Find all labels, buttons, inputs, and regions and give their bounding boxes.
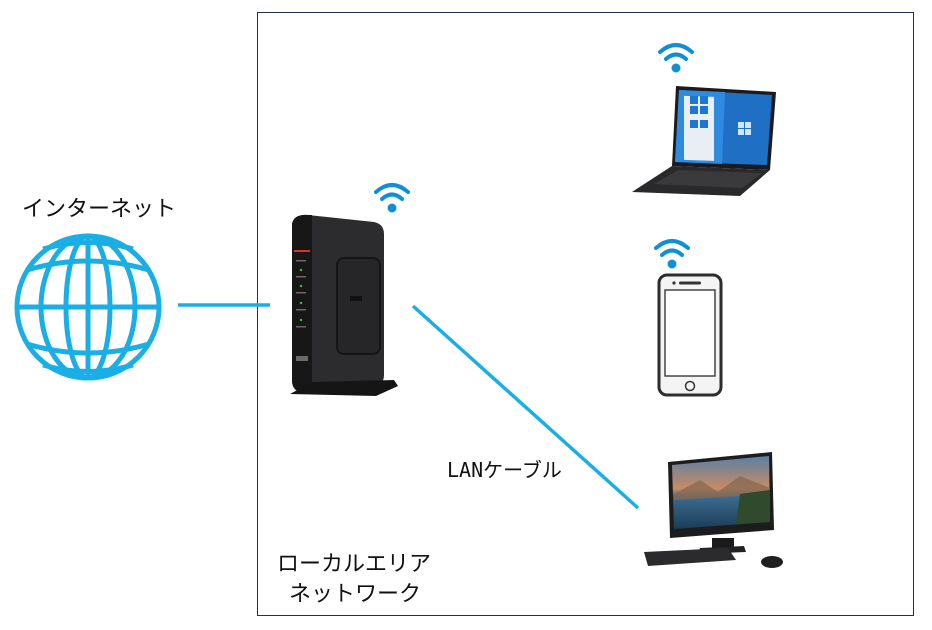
lan-label-line2: ネットワーク [289, 582, 422, 607]
smartphone-icon [657, 273, 723, 397]
router-icon [286, 210, 406, 400]
local-area-network-boundary [257, 12, 914, 616]
globe-icon [13, 232, 163, 382]
desktop-pc-icon [640, 442, 790, 574]
lan-label-line1: ローカルエリア [277, 552, 432, 577]
laptop-icon [630, 84, 778, 196]
lan-cable [411, 304, 640, 510]
smartphone-wifi-icon [652, 236, 692, 272]
lan-cable-label: LANケーブル [447, 458, 562, 482]
router-wifi-icon [372, 180, 412, 216]
laptop-wifi-icon [656, 40, 696, 76]
internet-label: インターネット [22, 197, 177, 222]
